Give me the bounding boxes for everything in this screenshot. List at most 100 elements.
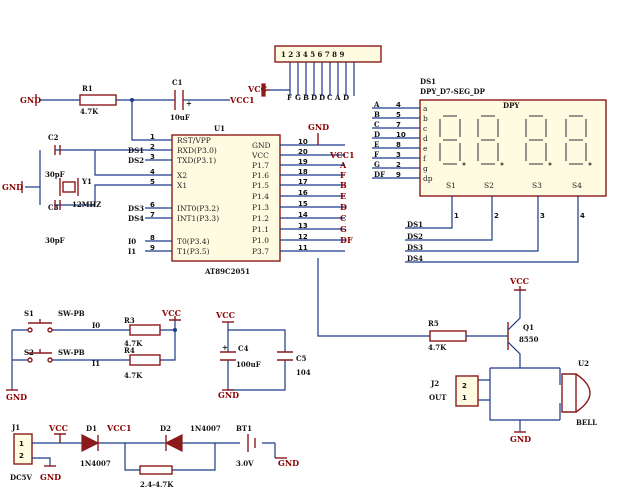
q1-ref: Q1 bbox=[523, 323, 534, 332]
j2-value: OUT bbox=[429, 393, 447, 402]
ds1-seg-letter: dp bbox=[423, 174, 433, 183]
c4-value: 100uF bbox=[236, 360, 261, 369]
u1-right-pin-name: P1.3 bbox=[252, 203, 269, 212]
c2-capacitor bbox=[54, 145, 61, 155]
u1-right-pin-net: E bbox=[340, 191, 346, 201]
d1-diode bbox=[81, 434, 100, 452]
r3-ref: R3 bbox=[124, 316, 135, 325]
u1-right-pin-num: 14 bbox=[298, 211, 308, 219]
r3-value: 4.7K bbox=[124, 339, 143, 348]
u1-right-pin-num: 17 bbox=[298, 178, 308, 186]
bell-icon bbox=[561, 373, 577, 413]
vcc-label-q1: VCC bbox=[509, 276, 529, 286]
u1-right-pin-name: P1.6 bbox=[252, 171, 269, 180]
ds1-pin-net: C bbox=[374, 120, 380, 129]
u1-left-pin-net: DS3 bbox=[128, 204, 144, 213]
u2-ref: U2 bbox=[578, 359, 589, 368]
pin-header: 1 2 3 4 5 6 7 8 9 VCC F G B D D C A D bbox=[247, 45, 382, 102]
ds1-ref: DS1 bbox=[420, 77, 436, 86]
j1-pin-1: 1 bbox=[19, 440, 24, 448]
u1-gnd-label: GND bbox=[308, 122, 329, 132]
u1-right-pin-num: 13 bbox=[298, 222, 308, 230]
u1-vcc1-label: VCC1 bbox=[329, 150, 355, 160]
r5-ref: R5 bbox=[428, 319, 439, 328]
u1-left-pin-name: INT0(P3.2) bbox=[177, 204, 219, 213]
ds1-pin-net: A bbox=[373, 100, 380, 109]
u1-left-pin-name: RXD(P3.0) bbox=[177, 146, 217, 155]
u1-right-pin-name: P3.7 bbox=[252, 247, 269, 256]
u1-right-pin-net: D bbox=[340, 202, 347, 212]
u1-right-pin-name: P1.7 bbox=[252, 161, 269, 170]
ds1-pin-num: 2 bbox=[396, 161, 401, 169]
d2-ref: D2 bbox=[160, 424, 171, 433]
u1-right-pin-net: A bbox=[339, 160, 347, 170]
u1-left-pin-num: 1 bbox=[150, 133, 155, 141]
ds1-pin-num: 10 bbox=[396, 131, 406, 139]
ds1-common-line bbox=[405, 196, 579, 263]
gnd-label-bell: GND bbox=[510, 434, 531, 444]
ds1-common-net: DS1 bbox=[407, 220, 423, 229]
d1-ref: D1 bbox=[86, 424, 97, 433]
u1-left-pin-num: 7 bbox=[150, 211, 155, 219]
u1-part: AT89C2051 bbox=[204, 267, 250, 276]
gnd-label-crystal: GND bbox=[2, 182, 23, 192]
vcc1-label-c1: VCC1 bbox=[229, 95, 255, 105]
c5-ref: C5 bbox=[296, 354, 307, 363]
gnd-label-j1: GND bbox=[40, 472, 61, 482]
u1-right-pin-num: 11 bbox=[298, 244, 308, 252]
c1-plus: + bbox=[186, 99, 192, 108]
j1-connector bbox=[13, 433, 33, 465]
ds1-seg-letter: f bbox=[423, 154, 427, 163]
u1-left-pin-net: DS1 bbox=[128, 146, 144, 155]
s1-value: SW-PB bbox=[58, 309, 85, 318]
ds1-seg-letter: e bbox=[423, 144, 428, 153]
y1-crystal bbox=[62, 181, 76, 193]
bt1-ref: BT1 bbox=[236, 424, 252, 433]
c4-capacitor bbox=[220, 351, 236, 361]
u1-right-pin-name: P1.0 bbox=[252, 236, 269, 245]
c3-value: 30pF bbox=[45, 236, 65, 245]
u1-left-pin-num: 8 bbox=[150, 234, 155, 242]
ds1-common-net: DS4 bbox=[407, 254, 423, 263]
r1-value: 4.7K bbox=[80, 107, 99, 116]
u1-right-pin-num: 10 bbox=[298, 138, 308, 146]
u1-right-pin-num: 12 bbox=[298, 233, 308, 241]
j2-pin-1: 1 bbox=[462, 394, 467, 402]
ds1-seg-letter: a bbox=[423, 104, 428, 113]
u1-right-pin-net: F bbox=[340, 170, 346, 180]
ds1-digit-label: S1 bbox=[446, 181, 456, 190]
ds1-pin-net: F bbox=[374, 150, 379, 159]
ds1-pin-num: 7 bbox=[396, 121, 401, 129]
ds1-common-net: DS2 bbox=[407, 232, 423, 241]
r2-resistor bbox=[139, 465, 173, 475]
j2-ref: J2 bbox=[430, 379, 439, 388]
c3-ref: C3 bbox=[48, 203, 59, 212]
ds1-pin-net: B bbox=[374, 110, 380, 119]
c1-ref: C1 bbox=[172, 78, 183, 87]
u1-right-pin-name: GND bbox=[252, 141, 271, 150]
u1-left-pin-num: 3 bbox=[150, 153, 155, 161]
vcc1-label-power: VCC1 bbox=[106, 423, 132, 433]
j1-pin-2: 2 bbox=[19, 452, 24, 460]
u1-right-pin-name: P1.4 bbox=[252, 192, 269, 201]
d1-value: 1N4007 bbox=[80, 459, 111, 468]
r4-resistor bbox=[129, 354, 161, 366]
c1-capacitor bbox=[174, 90, 184, 110]
u1-left-pin-net: DS4 bbox=[128, 214, 144, 223]
ds1-label: DPY bbox=[503, 101, 520, 110]
gnd-label-caps: GND bbox=[218, 390, 239, 400]
u1-right-pin-num: 18 bbox=[298, 168, 308, 176]
reset-circuit: GND R1 4.7K C1 10uF + VCC1 bbox=[20, 78, 255, 141]
u1-left-pin-name: INT1(P3.3) bbox=[177, 214, 219, 223]
ds1-common-num: 3 bbox=[540, 212, 545, 220]
r1-resistor bbox=[79, 94, 117, 106]
s2-ref: S2 bbox=[24, 348, 34, 357]
u1-left-pin-num: 9 bbox=[150, 244, 155, 252]
u1-left-pin-name: T1(P3.5) bbox=[177, 247, 210, 256]
ds1-pin-net: E bbox=[374, 140, 379, 149]
u1-left-pin-name: X2 bbox=[177, 171, 187, 180]
